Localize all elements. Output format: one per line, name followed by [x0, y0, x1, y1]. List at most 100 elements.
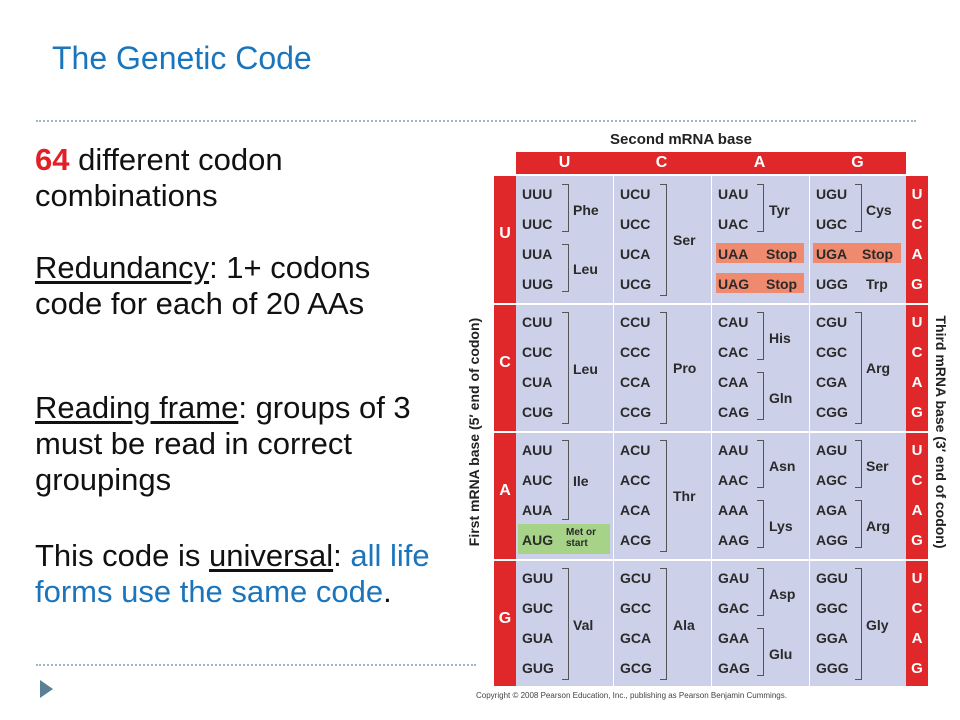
- bracket: [757, 184, 764, 232]
- second-base-bar: [516, 152, 906, 174]
- codon: UCU: [620, 186, 651, 202]
- codon: GGA: [816, 630, 848, 646]
- bracket: [757, 568, 764, 616]
- codon: CAG: [718, 404, 750, 420]
- bullet-universal: This code is universal: all life forms u…: [35, 538, 435, 610]
- codon: CUG: [522, 404, 554, 420]
- bracket: [855, 312, 862, 424]
- codon: UUC: [522, 216, 553, 232]
- codon: CUA: [522, 374, 553, 390]
- third-base-label: G: [911, 660, 923, 677]
- second-base-a: A: [753, 154, 766, 171]
- top-divider: [36, 120, 916, 122]
- codon: GGC: [816, 600, 848, 616]
- stop-highlight-uag: [716, 273, 804, 293]
- bracket: [855, 500, 862, 548]
- amino-acid: Asp: [769, 586, 796, 602]
- codon: ACA: [620, 502, 651, 518]
- codon: GUA: [522, 630, 554, 646]
- codon: UUA: [522, 246, 553, 262]
- bracket: [562, 440, 569, 520]
- codon: AUU: [522, 442, 553, 458]
- bullet-reading-frame: Reading frame: groups of 3 must be read …: [35, 390, 435, 498]
- bracket: [757, 628, 764, 676]
- codon: UGU: [816, 186, 848, 202]
- codon: AAA: [718, 502, 749, 518]
- stop-highlight-uga: [813, 243, 901, 263]
- codon: GCU: [620, 570, 652, 586]
- codon: AGG: [816, 532, 848, 548]
- codon: AAU: [718, 442, 749, 458]
- first-base-axis-label: First mRNA base (5′ end of codon): [466, 317, 482, 547]
- third-base-label: A: [911, 374, 923, 391]
- bracket: [855, 440, 862, 488]
- third-base-label: A: [911, 246, 923, 263]
- bracket: [757, 440, 764, 488]
- amino-acid: Trp: [866, 276, 888, 292]
- codon: ACU: [620, 442, 651, 458]
- codon: GCG: [620, 660, 652, 676]
- bullet-colon: :: [333, 538, 342, 573]
- bracket: [562, 244, 569, 292]
- bracket: [757, 312, 764, 360]
- codon: UAG: [718, 276, 750, 292]
- codon: AUC: [522, 472, 553, 488]
- amino-acid: Arg: [866, 360, 891, 376]
- codon: CCU: [620, 314, 651, 330]
- third-base-label: G: [911, 532, 923, 549]
- codon: GUG: [522, 660, 554, 676]
- codon: UAA: [718, 246, 749, 262]
- amino-acid: Tyr: [769, 202, 790, 218]
- codon: AAC: [718, 472, 749, 488]
- codon: CCC: [620, 344, 651, 360]
- codon: CCA: [620, 374, 651, 390]
- term-universal: universal: [209, 538, 334, 573]
- amino-acid: Leu: [573, 361, 598, 377]
- second-base-u: U: [558, 154, 571, 171]
- codon: UUU: [522, 186, 553, 202]
- stop-label: Stop: [862, 246, 894, 262]
- codon: GAG: [718, 660, 750, 676]
- codon: GGU: [816, 570, 848, 586]
- codon: GGG: [816, 660, 849, 676]
- third-base-label: U: [911, 186, 923, 203]
- codon: CGG: [816, 404, 848, 420]
- codon: GAA: [718, 630, 750, 646]
- codon: CUU: [522, 314, 553, 330]
- third-base-label: C: [911, 600, 923, 617]
- stop-label: Stop: [766, 276, 798, 292]
- codon: GUC: [522, 600, 554, 616]
- codon: UGA: [816, 246, 848, 262]
- amino-acid: Thr: [673, 488, 696, 504]
- grid-line: [494, 431, 928, 433]
- amino-acid: Ala: [673, 617, 695, 633]
- term-redundancy: Redundancy: [35, 250, 210, 285]
- bracket: [855, 184, 862, 232]
- bullet-codon-count: 64 different codon combinations: [35, 142, 435, 214]
- codon: UGC: [816, 216, 848, 232]
- bracket: [660, 568, 667, 680]
- bullet-text: This code is: [35, 538, 210, 573]
- stop-highlight-uaa: [716, 243, 804, 263]
- codon: GAU: [718, 570, 750, 586]
- amino-acid: Gly: [866, 617, 889, 633]
- codon: CUC: [522, 344, 553, 360]
- third-base-label: U: [911, 442, 923, 459]
- amino-acid: Leu: [573, 261, 598, 277]
- amino-acid: Glu: [769, 646, 793, 662]
- universal-explanation: all life forms use the same code: [35, 538, 430, 609]
- codon: UAC: [718, 216, 749, 232]
- codon: CGU: [816, 314, 848, 330]
- codon: AGC: [816, 472, 848, 488]
- bullet-text: : 1+ codons code for each of 20 AAs: [35, 250, 371, 321]
- codon: GCA: [620, 630, 652, 646]
- amino-acid: Val: [573, 617, 594, 633]
- bracket: [855, 568, 862, 680]
- third-base-label: C: [911, 344, 923, 361]
- bracket: [757, 500, 764, 548]
- codon: UCA: [620, 246, 651, 262]
- codon: ACG: [620, 532, 652, 548]
- amino-acid: Lys: [769, 518, 793, 534]
- amino-acid: Arg: [866, 518, 891, 534]
- codon: AGA: [816, 502, 848, 518]
